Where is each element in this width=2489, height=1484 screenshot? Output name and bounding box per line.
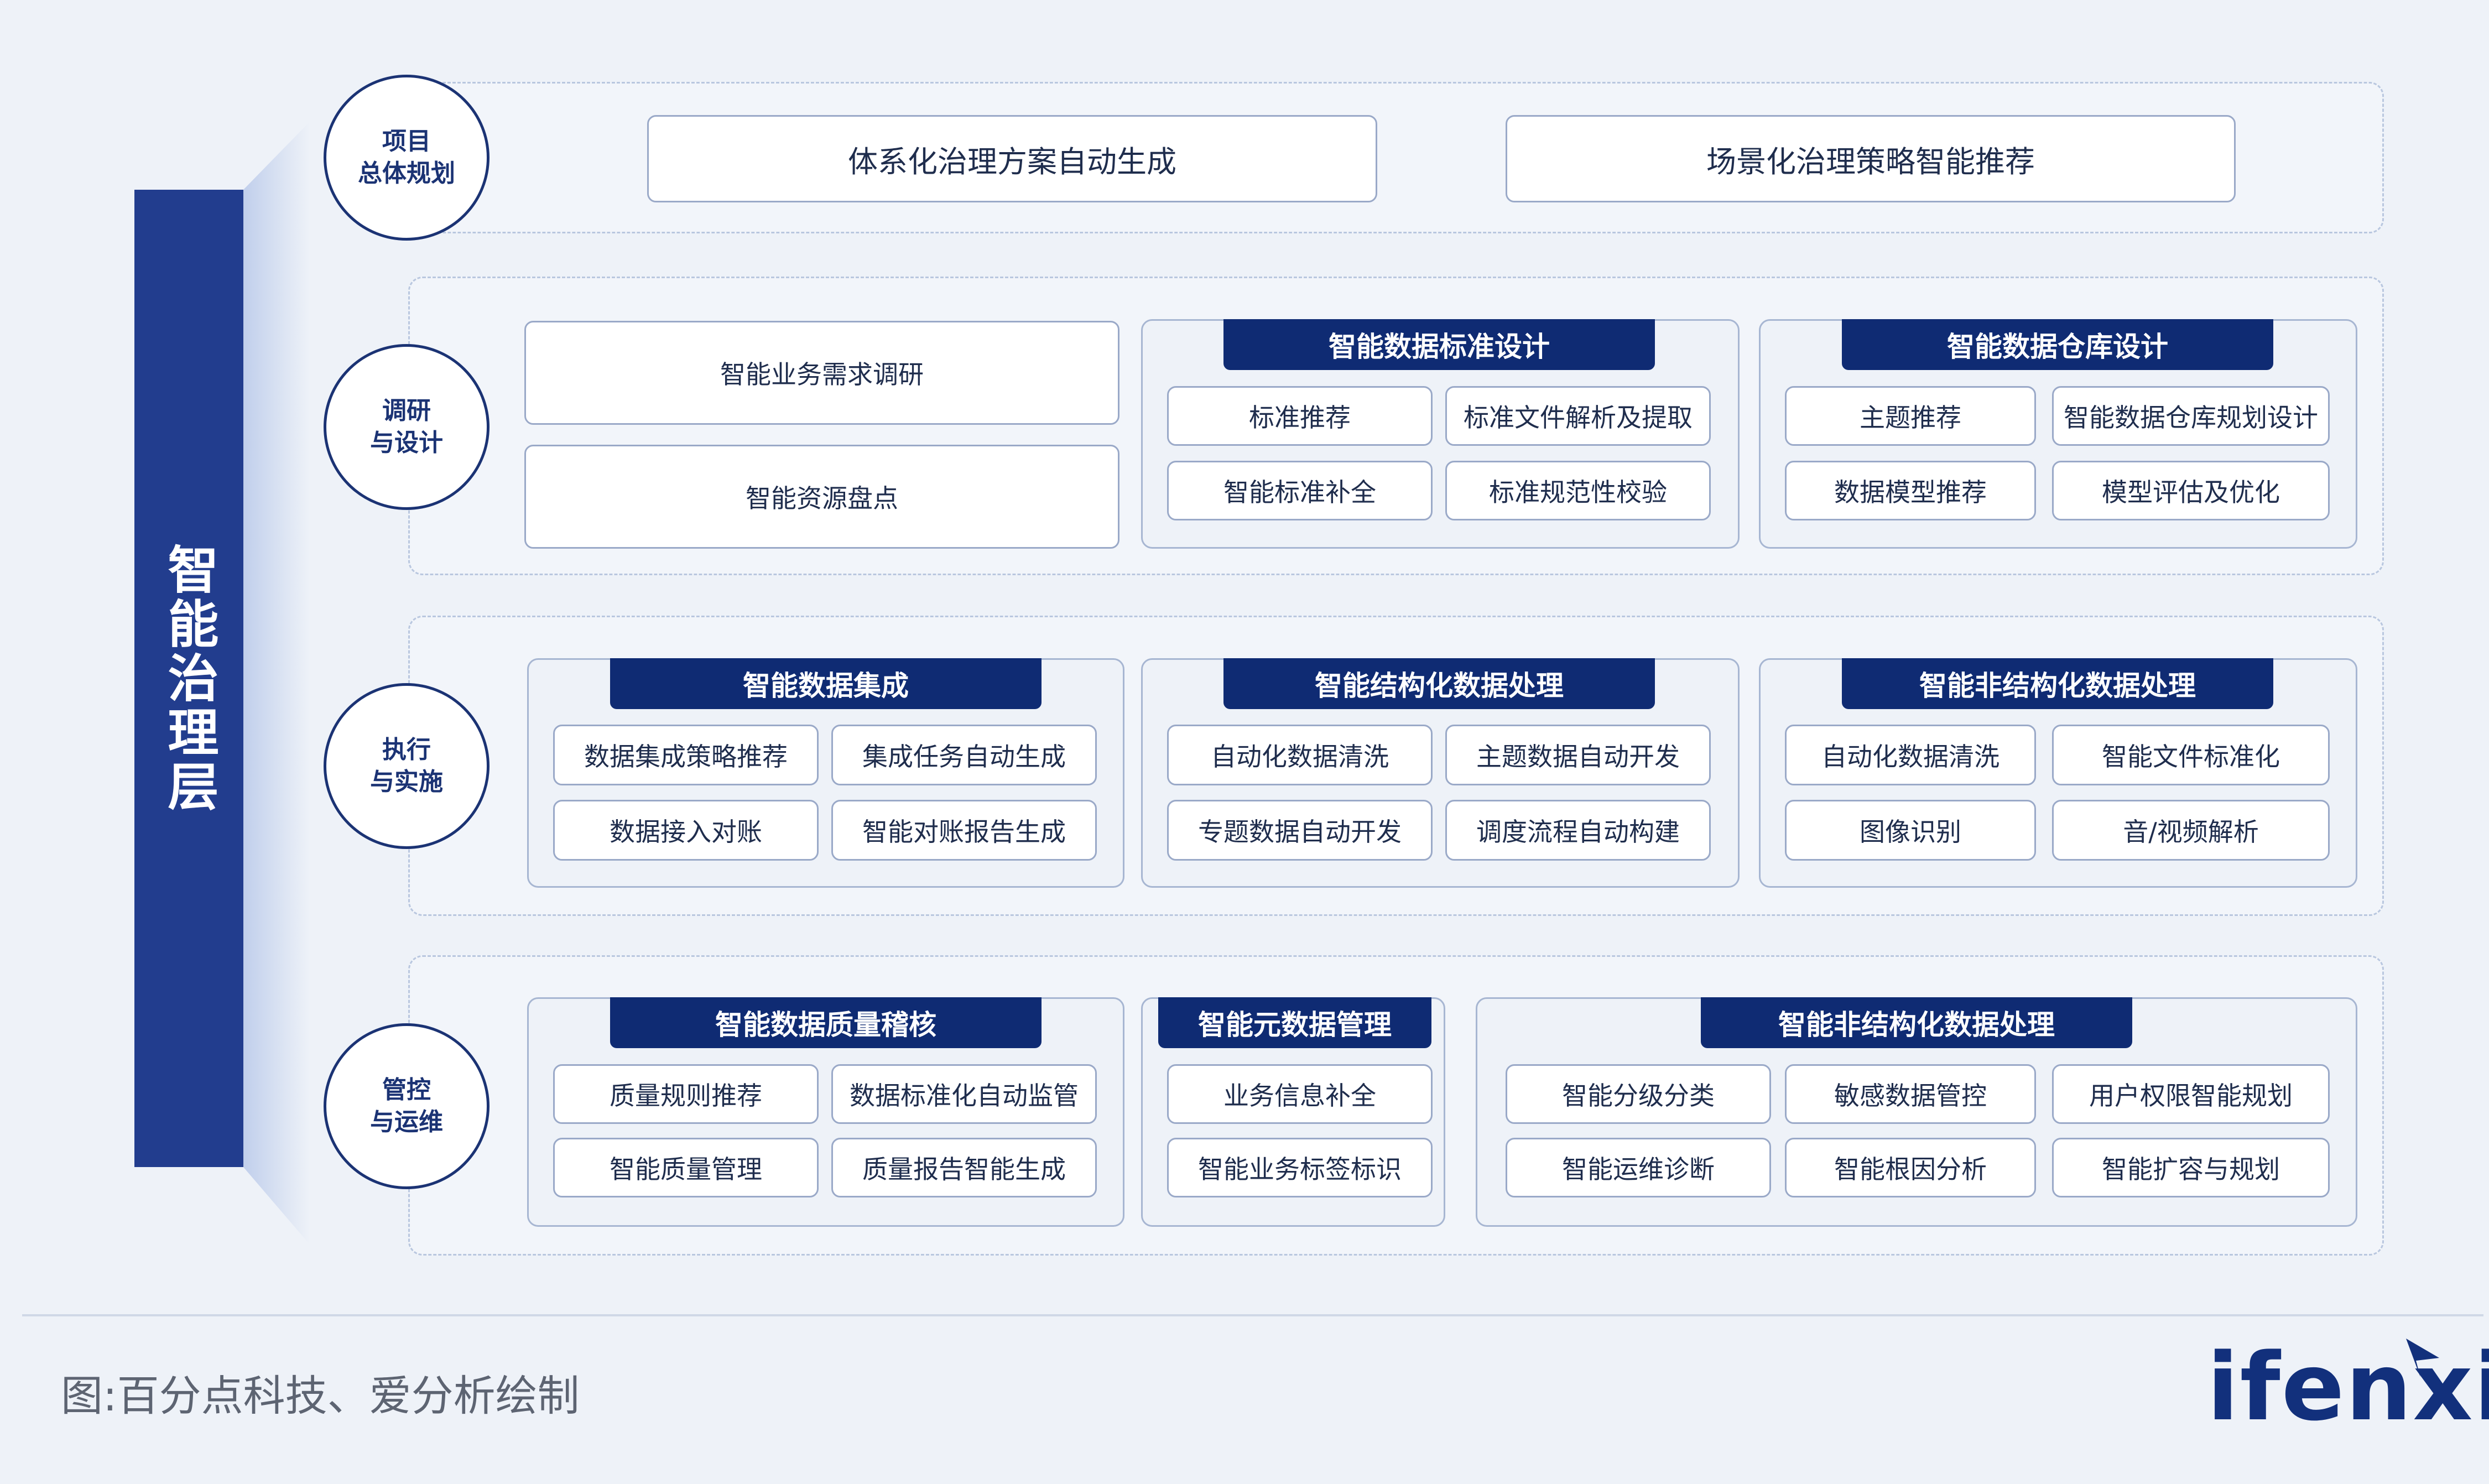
research-item: 智能资源盘点 (524, 445, 1119, 549)
group-item: 智能文件标准化 (2052, 725, 2330, 785)
row-label-planning: 项目 总体规划 (324, 75, 490, 241)
group-item: 质量报告智能生成 (831, 1138, 1097, 1197)
layer-bar-shadow (243, 122, 310, 1245)
layer-title: 智能治理层 (134, 190, 243, 1167)
group-item: 集成任务自动生成 (831, 725, 1097, 785)
group-item: 数据标准化自动监管 (831, 1064, 1097, 1124)
group-title: 智能数据标准设计 (1223, 319, 1655, 370)
row-label-execution: 执行 与实施 (324, 683, 490, 849)
group-item: 智能运维诊断 (1506, 1138, 1771, 1197)
group-item: 智能对账报告生成 (831, 800, 1097, 861)
group-item: 质量规则推荐 (553, 1064, 819, 1124)
row-label-text: 执行 与实施 (370, 736, 443, 796)
footer-divider (22, 1314, 2483, 1316)
planning-item: 体系化治理方案自动生成 (647, 115, 1377, 202)
row-label-research: 调研 与设计 (324, 344, 490, 510)
layer-title-text: 智能治理层 (159, 543, 218, 814)
ifenxi-logo: ifenxi (2207, 1333, 2489, 1441)
group-title: 智能元数据管理 (1158, 997, 1431, 1048)
group-item: 业务信息补全 (1167, 1064, 1433, 1124)
group-title: 智能非结构化数据处理 (1701, 997, 2132, 1048)
group-item: 主题数据自动开发 (1445, 725, 1711, 785)
group-item: 智能根因分析 (1785, 1138, 2036, 1197)
group-item: 数据模型推荐 (1785, 461, 2036, 520)
planning-item: 场景化治理策略智能推荐 (1506, 115, 2236, 202)
group-item: 敏感数据管控 (1785, 1064, 2036, 1124)
group-item: 主题推荐 (1785, 386, 2036, 446)
row-label-text: 调研 与设计 (370, 397, 443, 457)
group-item: 智能数据仓库规划设计 (2052, 386, 2330, 446)
group-item: 数据集成策略推荐 (553, 725, 819, 785)
group-item: 数据接入对账 (553, 800, 819, 861)
research-item: 智能业务需求调研 (524, 321, 1119, 425)
group-item: 智能业务标签标识 (1167, 1138, 1433, 1197)
group-item: 智能质量管理 (553, 1138, 819, 1197)
group-item: 自动化数据清洗 (1167, 725, 1433, 785)
group-item: 标准规范性校验 (1445, 461, 1711, 520)
group-item: 自动化数据清洗 (1785, 725, 2036, 785)
group-item: 模型评估及优化 (2052, 461, 2330, 520)
row-label-operations: 管控 与运维 (324, 1023, 490, 1189)
group-item: 标准推荐 (1167, 386, 1433, 446)
layer-bar (134, 190, 243, 1167)
group-item: 智能标准补全 (1167, 461, 1433, 520)
figure-caption: 图:百分点科技、爱分析绘制 (61, 1371, 580, 1420)
row-label-text: 管控 与运维 (370, 1076, 443, 1136)
group-item: 专题数据自动开发 (1167, 800, 1433, 861)
row-label-text: 项目 总体规划 (358, 127, 455, 188)
group-item: 智能分级分类 (1506, 1064, 1771, 1124)
group-item: 音/视频解析 (2052, 800, 2330, 861)
group-title: 智能非结构化数据处理 (1842, 658, 2273, 709)
group-item: 用户权限智能规划 (2052, 1064, 2330, 1124)
group-title: 智能数据集成 (610, 658, 1042, 709)
group-item: 图像识别 (1785, 800, 2036, 861)
group-item: 智能扩容与规划 (2052, 1138, 2330, 1197)
logo-arrow-icon (2406, 1339, 2439, 1377)
group-item: 标准文件解析及提取 (1445, 386, 1711, 446)
group-title: 智能结构化数据处理 (1223, 658, 1655, 709)
group-title: 智能数据质量稽核 (610, 997, 1042, 1048)
group-item: 调度流程自动构建 (1445, 800, 1711, 861)
group-title: 智能数据仓库设计 (1842, 319, 2273, 370)
